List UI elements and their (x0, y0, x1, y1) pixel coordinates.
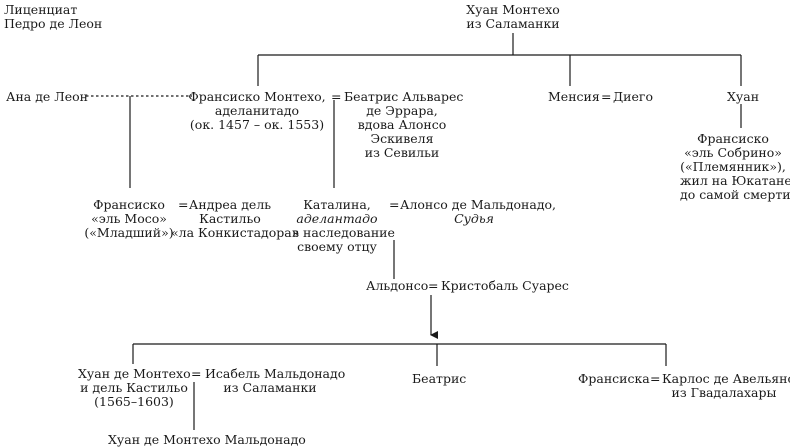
juan-montejo-salamanca-node: Хуан Монтехо из Саламанки (463, 3, 563, 31)
catalina-line-2: аделантадо (296, 211, 378, 226)
alonso-line-1: Алонсо де Мальдонадо, (400, 197, 557, 212)
marriage-sign: = (650, 371, 661, 386)
beatriz-node: Беатрис (412, 371, 467, 386)
juan-montejo-maldonado-node: Хуан де Монтехо Мальдонадо (108, 432, 306, 447)
pedro-line-1: Лиценциат (4, 2, 78, 17)
aldonso-node: Альдонсо (366, 278, 429, 293)
beatriz-alv-line-2: де Эррара, (366, 103, 438, 118)
francisco-adel-line-3: (ок. 1457 – ок. 1553) (189, 117, 325, 132)
ana-de-leon-node: Ана де Леон (6, 89, 88, 104)
sobrino-line-5: до самой смерти (680, 187, 790, 202)
marriage-sign: = (389, 197, 400, 212)
andrea-del-castillo-node: Андреа дель Кастильо «ла Конкистадора» (171, 197, 300, 240)
juan-top-line-2: из Саламанки (466, 16, 560, 31)
marriage-sign: = (178, 197, 189, 212)
francisca-node: Франсиска (578, 371, 650, 386)
beatriz-alv-line-4: Эскивеля (370, 131, 434, 146)
juan-montejo-castillo-node: Хуан де Монтехо и дель Кастильо (1565–16… (78, 366, 191, 409)
sobrino-line-1: Франсиско (697, 131, 769, 146)
sobrino-line-2: «эль Собрино» (684, 145, 782, 160)
juan-castillo-line-3: (1565–1603) (94, 394, 174, 409)
juan-castillo-line-1: Хуан де Монтехо (78, 366, 191, 381)
cristobal-suarez-node: Кристобаль Суарес (441, 278, 569, 293)
moso-line-2: «эль Мосо» (91, 211, 167, 226)
isabel-maldonado-node: Исабель Мальдонадо из Саламанки (205, 366, 346, 395)
sobrino-line-4: жил на Юкатане (680, 173, 790, 188)
carlos-line-1: Карлос де Авельяно (662, 371, 790, 386)
diego-node: Диего (613, 89, 653, 104)
alonso-line-2: Судья (454, 211, 494, 226)
andrea-line-3: «ла Конкистадора» (171, 225, 300, 240)
catalina-line-3: в наследование (292, 225, 395, 240)
andrea-line-2: Кастильо (199, 211, 261, 226)
beatriz-alv-line-3: вдова Алонсо (357, 117, 447, 132)
beatriz-alv-line-5: из Севильи (364, 145, 440, 160)
moso-line-3: («Младший») (84, 225, 174, 240)
catalina-line-4: своему отцу (297, 239, 377, 254)
moso-line-1: Франсиско (93, 197, 165, 212)
pedro-de-leon-node: Лиценциат Педро де Леон (4, 2, 103, 31)
sobrino-line-3: («Племянник»), (680, 159, 786, 174)
andrea-line-1: Андреа дель (188, 197, 272, 212)
beatriz-alvarez-node: Беатрис Альварес де Эррара, вдова Алонсо… (344, 89, 464, 160)
francisco-el-moso-node: Франсиско «эль Мосо» («Младший») (84, 198, 174, 240)
marriage-sign: = (601, 89, 612, 104)
juan-castillo-line-2: и дель Кастильо (80, 380, 188, 395)
francisco-montejo-adelantado-node: Франсиско Монтехо, аделанитадо (ок. 1457… (186, 90, 328, 132)
alonso-maldonado-node: Алонсо де Мальдонадо, Судья (400, 197, 557, 226)
francisco-adel-line-2: аделанитадо (214, 103, 300, 118)
beatriz-alv-line-1: Беатрис Альварес (344, 89, 464, 104)
isabel-line-1: Исабель Мальдонадо (205, 366, 346, 381)
marriage-sign: = (331, 89, 342, 104)
carlos-line-2: из Гвадалахары (671, 385, 777, 400)
juan-top-line-1: Хуан Монтехо (466, 2, 560, 17)
marriage-sign: = (428, 278, 439, 293)
catalina-node: Каталина, аделантадо в наследование свое… (292, 197, 395, 254)
isabel-line-2: из Саламанки (223, 380, 317, 395)
francisco-sobrino-node: Франсиско «эль Собрино» («Племянник»), ж… (680, 131, 790, 202)
francisco-adel-line-1: Франсиско Монтехо, (188, 89, 326, 104)
marriage-sign: = (191, 366, 202, 381)
mencia-node: Менсия (548, 89, 600, 104)
catalina-line-1: Каталина, (303, 197, 371, 212)
carlos-avellano-node: Карлос де Авельяно из Гвадалахары (662, 371, 790, 400)
pedro-line-2: Педро де Леон (4, 16, 103, 31)
juan-node: Хуан (727, 89, 760, 104)
